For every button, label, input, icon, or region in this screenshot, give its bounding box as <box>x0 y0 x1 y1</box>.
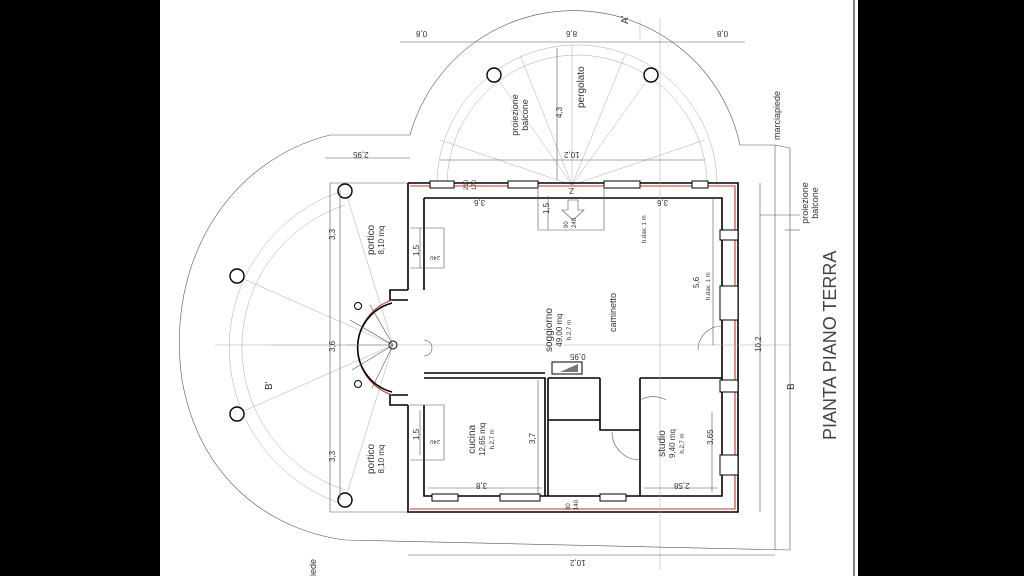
windows <box>429 180 739 502</box>
label-pergolato: pergolato <box>576 66 587 108</box>
dim-right-5-6: 5,6 <box>692 276 701 288</box>
room-studio: studio 9,40 mq h.2,7 m <box>657 429 686 458</box>
dim-w-210: 210 <box>464 179 470 190</box>
label-section-b2: B' <box>264 381 275 390</box>
pergola-arc <box>436 44 718 186</box>
dim-left-arc: 2,95 <box>353 150 369 159</box>
dim-w-80: 80 <box>566 503 572 510</box>
label-marciapiede: marciapiede <box>772 90 782 140</box>
dim-wall-3-6-right: 3,6 <box>657 198 669 207</box>
pergola-rays <box>439 45 706 186</box>
dim-top-left: 0,8 <box>416 29 428 38</box>
label-proiezione-balcone-right: proiezione balcone <box>800 182 820 224</box>
columns <box>229 67 659 508</box>
doors <box>611 325 723 461</box>
dim-left-3-3-top: 3,3 <box>328 228 337 240</box>
label-marciapiede-cut: iede <box>308 558 318 576</box>
room-portico-top: portico 8,10 mq <box>366 224 386 255</box>
section-lines <box>270 18 790 570</box>
fireplace <box>551 361 583 375</box>
dim-w-240c: 240 <box>430 438 441 444</box>
dim-left-3-6: 3,6 <box>328 340 337 352</box>
dim-pergola-depth: 4,3 <box>555 106 564 118</box>
dim-studio-3-65: 3,65 <box>706 429 715 445</box>
dim-top-mid: 8,6 <box>566 29 578 38</box>
dim-wall-3-6-top: 3,6 <box>474 198 486 207</box>
dim-w-240: 240 <box>430 254 441 260</box>
label-h-dav-2: h.dav. 1 m <box>706 272 712 300</box>
dim-bottom-10-2: 10,2 <box>570 558 586 567</box>
dim-w-90: 90 <box>564 221 570 228</box>
pergola-arc-inner <box>446 54 708 186</box>
dim-pergola-width: 10,2 <box>564 150 580 159</box>
portico-arc-outer <box>228 189 346 506</box>
dim-cucina-3-8: 3,8 <box>476 481 488 490</box>
dim-top-right: 0,8 <box>717 29 729 38</box>
dim-left-3-3-bottom: 3,3 <box>328 450 337 462</box>
label-h-dav-1: h.dav. 1 m <box>642 215 648 243</box>
dim-porch-1-5-bottom: 1,5 <box>412 428 421 440</box>
plan-title: PIANTA PIANO TERRA <box>820 250 840 440</box>
entry-niche <box>537 186 605 231</box>
label-proiezione-balcone: proiezione balcone <box>510 94 530 136</box>
sidewalk-outline <box>179 10 791 551</box>
spiral-stair <box>346 299 433 396</box>
dim-w-140: 140 <box>574 499 580 510</box>
dim-cucina-3-7: 3,7 <box>528 432 537 444</box>
dim-entry-1-5: 1,5 <box>542 202 551 214</box>
drawing-sheet: PIANTA PIANO TERRA soggiorno 49,00 mq h.… <box>160 0 858 576</box>
floor-plan <box>179 0 855 576</box>
label-caminetto: caminetto <box>608 292 618 332</box>
dim-w-240b: 240 <box>572 217 578 228</box>
dimension-lines <box>325 41 800 556</box>
label-section-b: B <box>786 383 797 390</box>
label-stair-z: Z <box>569 186 574 195</box>
dim-studio-2-58: 2,58 <box>674 481 690 490</box>
room-portico-bottom: portico 8,10 mq <box>366 443 386 474</box>
dim-porch-1-5-top: 1,5 <box>412 244 421 256</box>
porch-entries <box>410 227 445 461</box>
dim-w-170: 170 <box>472 179 478 190</box>
exterior-walls <box>389 182 739 513</box>
dim-hearth: 0,95 <box>570 352 586 361</box>
room-cucina: cucina 12,65 mq h.2,7 m <box>467 422 496 456</box>
label-section-a: A' <box>620 15 631 24</box>
dim-right-10-2: 10,2 <box>754 336 763 352</box>
room-soggiorno: soggiorno 49,00 mq h.2,7 m <box>544 308 573 352</box>
